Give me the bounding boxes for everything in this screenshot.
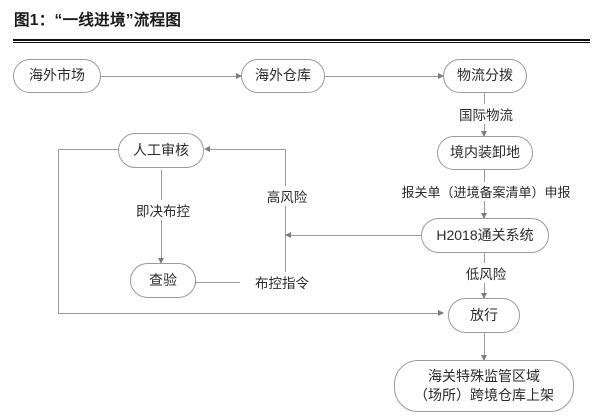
edge-label-low-risk: 低风险 (444, 263, 528, 283)
edge-label-control-order: 布控指令 (240, 272, 324, 292)
node-label: H2018通关系统 (436, 226, 534, 243)
node-label: 人工审核 (133, 141, 189, 158)
arrowhead-h2018-high-risk (285, 231, 291, 238)
node-customs-zone[interactable]: 海关特殊监管区域 （场所）跨境仓库上架 (394, 360, 574, 412)
arrowhead-manual-review-to-inspection (157, 258, 164, 264)
node-label: 物流分拨 (457, 67, 513, 84)
edge-high-risk-to-manual-review (210, 149, 285, 150)
edge-left-loop-to-release (58, 313, 443, 314)
edge-manual-review-left-branch (58, 149, 119, 150)
node-inspection[interactable]: 查验 (130, 263, 196, 298)
node-label: 境内装卸地 (450, 144, 520, 161)
edge-control-order-vertical (285, 235, 286, 282)
node-overseas-market[interactable]: 海外市场 (13, 59, 101, 93)
node-logistics-distribution[interactable]: 物流分拨 (443, 59, 527, 93)
node-manual-review[interactable]: 人工审核 (118, 133, 204, 168)
node-label-line-1: 海关特殊监管区域 (428, 368, 540, 385)
arrowhead-distribution-to-loading (480, 131, 487, 137)
arrowhead-warehouse-to-distribution (438, 72, 444, 79)
edge-release-to-customs-zone (484, 333, 485, 360)
node-label: 海外市场 (29, 67, 85, 84)
edge-warehouse-to-distribution (325, 76, 443, 77)
arrowhead-release-to-customs-zone (480, 355, 487, 361)
node-label: 查验 (149, 271, 177, 288)
node-label-line-2: （场所）跨境仓库上架 (414, 387, 554, 403)
node-label: 放行 (470, 306, 498, 323)
edge-h2018-high-risk-horizontal (285, 235, 431, 236)
arrowhead-left-loop-to-release (438, 309, 444, 316)
arrowhead-high-risk-to-manual-review (204, 145, 210, 152)
node-label: 海外仓库 (255, 67, 311, 84)
arrowhead-market-to-warehouse (236, 72, 242, 79)
node-domestic-loading-site[interactable]: 境内装卸地 (437, 136, 533, 170)
edge-market-to-warehouse (101, 76, 241, 77)
edge-label-international-logistics: 国际物流 (424, 104, 548, 124)
node-release[interactable]: 放行 (448, 298, 520, 333)
node-overseas-warehouse[interactable]: 海外仓库 (241, 59, 325, 93)
edge-label-immediate-control: 即决布控 (121, 200, 205, 220)
edge-left-loop-vertical (58, 149, 59, 314)
arrowhead-h2018-to-release (480, 293, 487, 299)
edge-label-high-risk: 高风险 (246, 186, 328, 206)
figure-title: 图1：“一线进境”流程图 (14, 12, 182, 29)
node-h2018-system[interactable]: H2018通关系统 (421, 218, 549, 253)
title-divider (13, 39, 590, 43)
arrowhead-loading-to-h2018 (480, 213, 487, 219)
edge-label-declaration: 报关单（进境备案清单）申报 (377, 182, 595, 201)
